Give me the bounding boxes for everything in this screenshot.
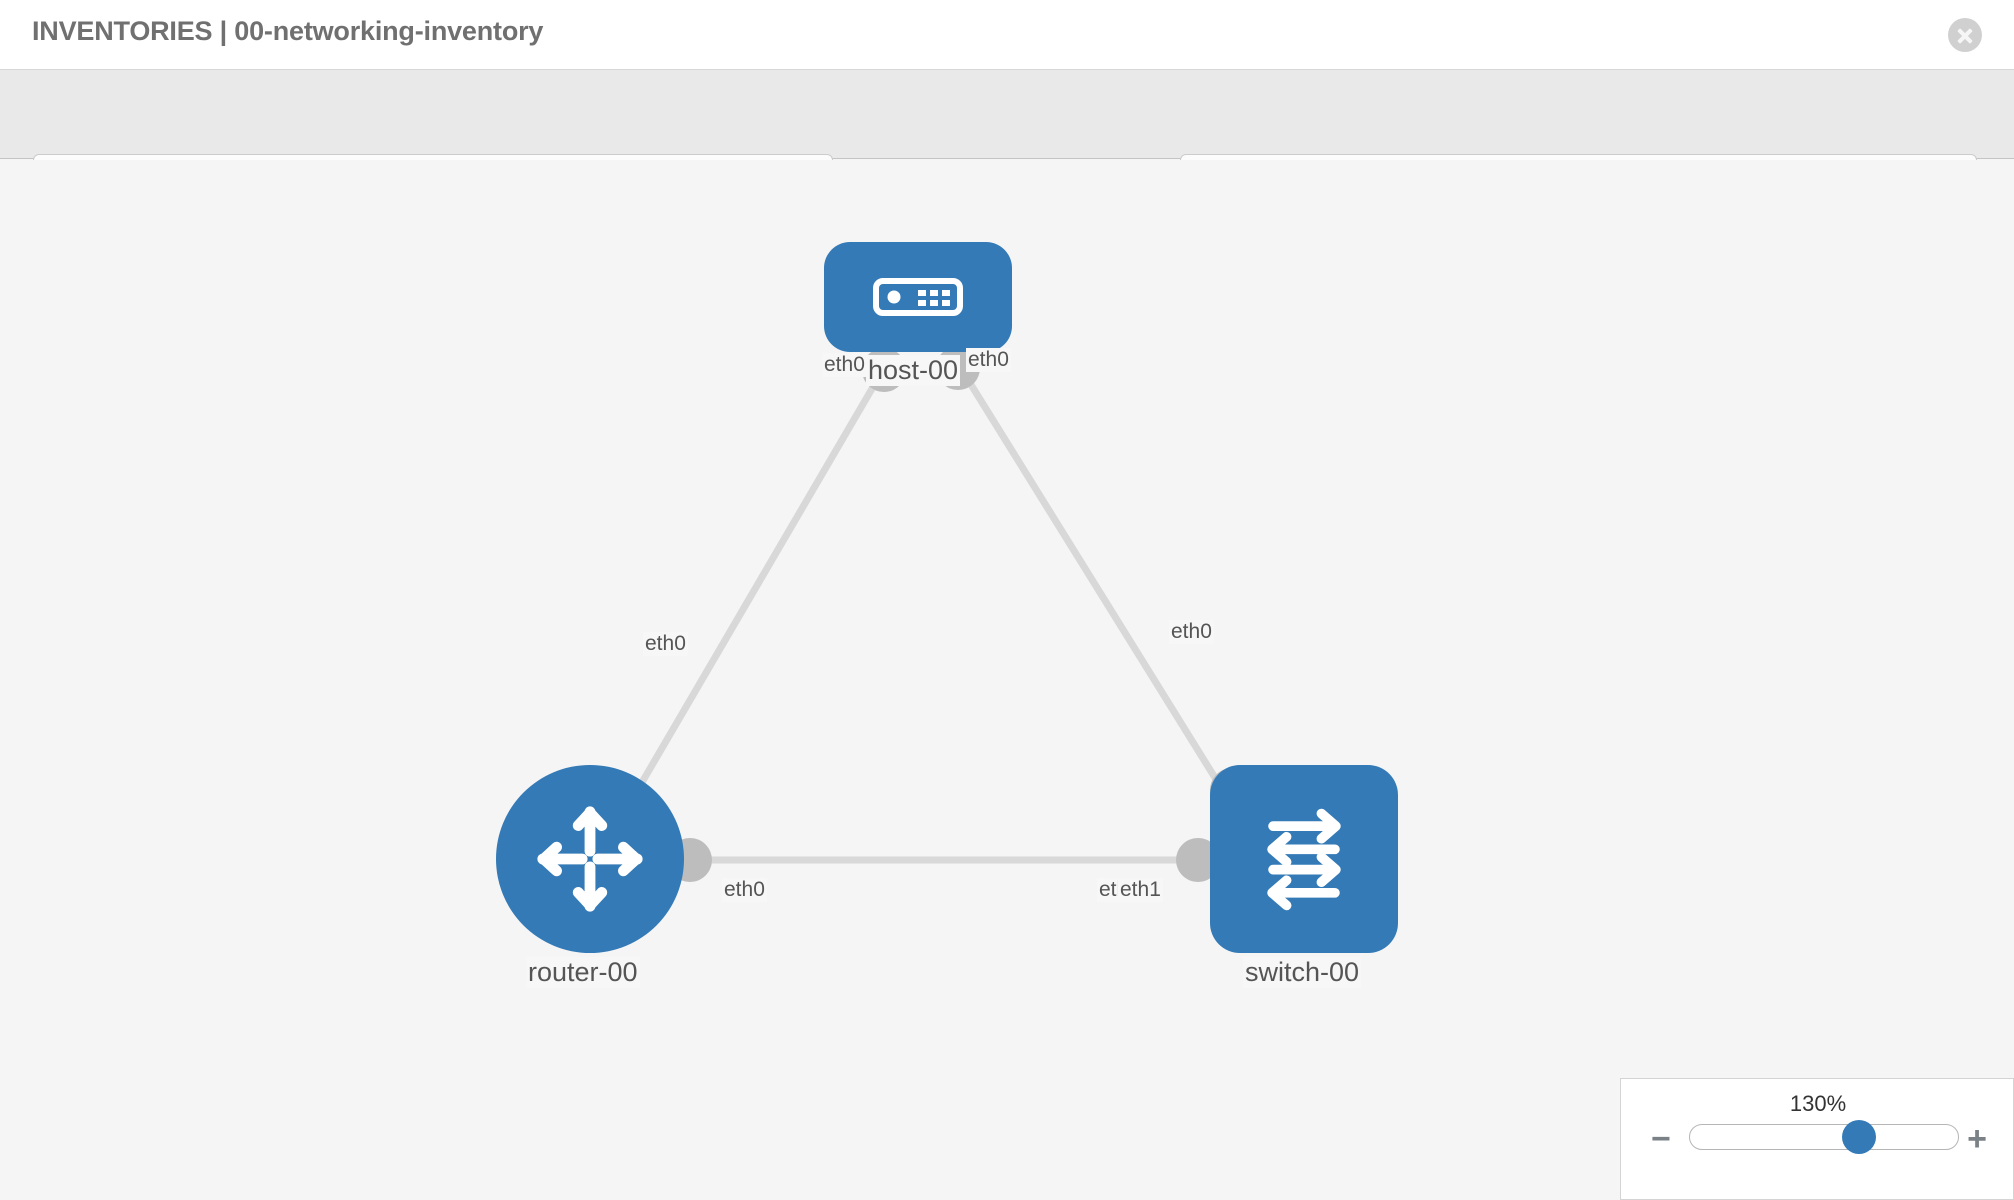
node-router-00-label: router-00 — [526, 957, 640, 988]
zoom-control-panel[interactable]: 130% − + — [1620, 1078, 2014, 1200]
topology-canvas[interactable]: host-00 router-00 — [0, 160, 2014, 1200]
zoom-in-button[interactable]: + — [1967, 1120, 1987, 1158]
iface-label-router-right: eth0 — [722, 878, 767, 902]
zoom-level-label: 130% — [1789, 1091, 1847, 1116]
zoom-out-button[interactable]: − — [1651, 1120, 1671, 1158]
zoom-slider-thumb[interactable] — [1841, 1120, 1876, 1154]
toolbar: ACTIONS SEARCH — [0, 70, 2014, 207]
node-host-00-shape[interactable] — [824, 242, 1012, 352]
node-router-00-shape[interactable] — [496, 765, 684, 953]
iface-label-router-up: eth0 — [643, 632, 688, 656]
socket-switch-left — [1176, 838, 1220, 882]
page-header: INVENTORIES | 00-networking-inventory — [0, 0, 2014, 70]
switch-arrows-icon — [1267, 808, 1341, 911]
node-host-00-label: host-00 — [866, 355, 961, 386]
close-icon[interactable] — [1948, 18, 1982, 52]
iface-label-switch-up: eth0 — [1169, 620, 1214, 644]
router-arrows-icon — [537, 806, 643, 912]
iface-label-host-right: eth0 — [966, 348, 1011, 372]
node-switch-00-shape[interactable] — [1210, 765, 1398, 953]
page-title: INVENTORIES | 00-networking-inventory — [32, 16, 544, 46]
node-switch-00-label: switch-00 — [1243, 957, 1362, 988]
iface-label-host-left: eth0 — [822, 353, 867, 377]
server-icon — [873, 278, 963, 316]
link-host-router — [616, 373, 884, 822]
link-host-switch — [962, 373, 1238, 812]
iface-label-switch-left-front: eth1 — [1118, 878, 1163, 902]
zoom-slider-track[interactable] — [1689, 1120, 1959, 1154]
